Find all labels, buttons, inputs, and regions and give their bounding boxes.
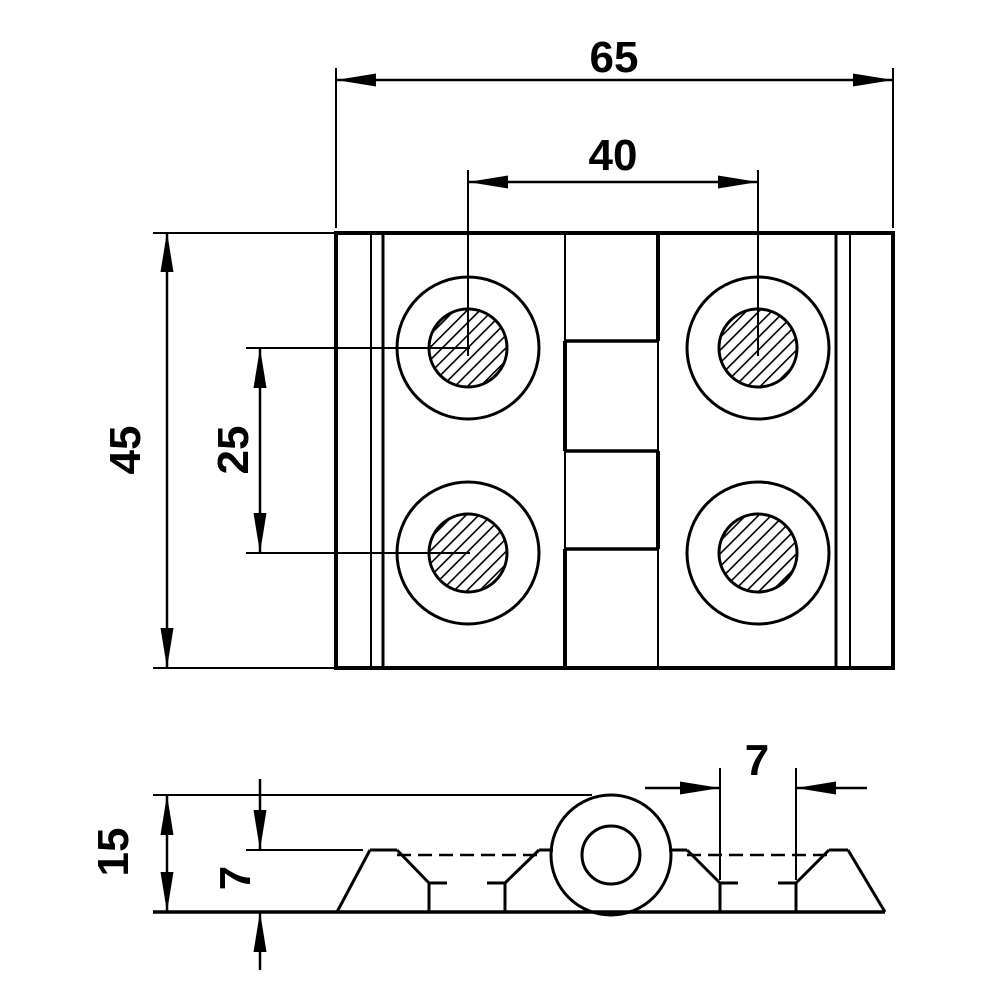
plan-hole-centerlines: [246, 170, 759, 554]
dimension-45: 45: [101, 232, 336, 669]
arrowhead-up: [253, 912, 267, 952]
dimension-25: 25: [209, 348, 267, 553]
hole-section-bottom-right: [717, 512, 799, 594]
plan-view: [246, 170, 895, 670]
arrowhead-down: [253, 810, 267, 850]
arrowhead-down: [253, 513, 267, 553]
arrowhead-right: [718, 175, 758, 189]
plan-plate-outline: [334, 231, 895, 670]
dim-label-7-hole: 7: [745, 736, 769, 785]
dim-label-45: 45: [101, 426, 150, 475]
dimension-40: 40: [468, 131, 758, 189]
dimension-7-leaf: 7: [211, 779, 363, 970]
arrowhead-up: [160, 232, 174, 272]
arrowhead-right: [853, 73, 893, 87]
arrowhead-left: [336, 73, 376, 87]
arrowhead-left: [468, 175, 508, 189]
side-left-taper: [335, 849, 372, 913]
side-left-countersink: [395, 848, 541, 912]
dim-label-25: 25: [209, 426, 258, 475]
arrowhead-down: [160, 628, 174, 668]
side-view: [153, 793, 887, 917]
arrowhead-left: [796, 781, 836, 795]
knuckle-barrel: [549, 793, 673, 917]
arrowhead-up: [160, 795, 174, 835]
plan-knuckle-strip: [563, 233, 660, 668]
arrowhead-right: [680, 781, 720, 795]
plan-edge-lines: [370, 233, 851, 668]
countersink-bottom-right: [685, 480, 831, 626]
dim-label-40: 40: [589, 131, 638, 180]
dimension-7-hole: 7: [645, 736, 867, 880]
dim-label-15: 15: [89, 828, 138, 877]
dimension-15: 15: [89, 794, 592, 912]
dim-label-7-leaf: 7: [211, 866, 260, 890]
side-right-taper: [846, 849, 887, 913]
dimension-65: 65: [335, 33, 894, 228]
pin-bore: [580, 824, 642, 886]
dim-label-65: 65: [590, 33, 639, 82]
side-right-countersink: [685, 848, 831, 912]
arrowhead-up: [253, 348, 267, 388]
arrowhead-down: [160, 872, 174, 912]
